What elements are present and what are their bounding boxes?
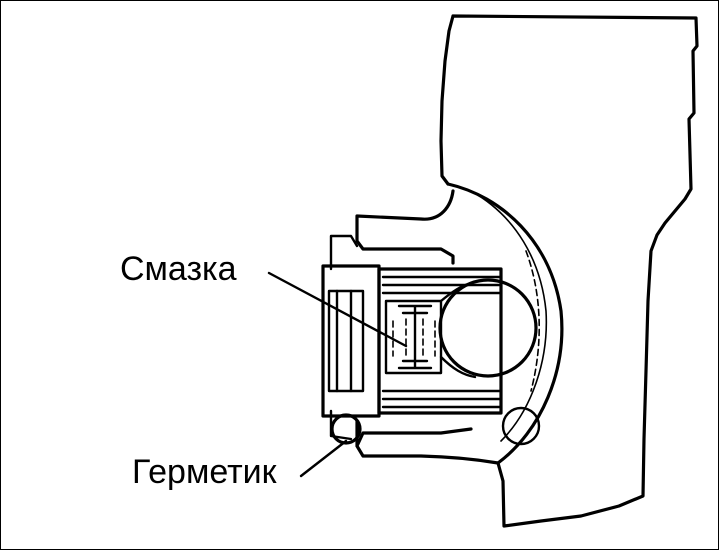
lower-flange bbox=[355, 419, 500, 465]
lower-flange-step bbox=[329, 409, 353, 441]
housing-dome-hatch bbox=[525, 250, 540, 392]
sealant-bead bbox=[330, 413, 362, 445]
upper-flange-step bbox=[329, 234, 359, 271]
grease-fill-dashes bbox=[392, 318, 436, 360]
housing-dome bbox=[446, 182, 564, 465]
cap-ribs bbox=[335, 289, 353, 393]
inner-spring bbox=[397, 304, 433, 370]
housing-outline bbox=[439, 14, 699, 528]
shaft-body bbox=[377, 267, 503, 415]
label-grease: Смазка bbox=[120, 250, 237, 288]
label-sealant: Герметик bbox=[132, 453, 277, 491]
ball-seat bbox=[439, 281, 477, 379]
upper-flange bbox=[355, 189, 455, 265]
grease-cavity bbox=[384, 299, 443, 375]
leader-line-sealant bbox=[299, 439, 348, 478]
cap-inner-recess bbox=[327, 289, 365, 393]
sealant-bead-small bbox=[501, 406, 541, 446]
ball-joint bbox=[438, 278, 538, 378]
shaft-threads bbox=[381, 275, 503, 409]
leader-line-grease bbox=[267, 271, 408, 348]
